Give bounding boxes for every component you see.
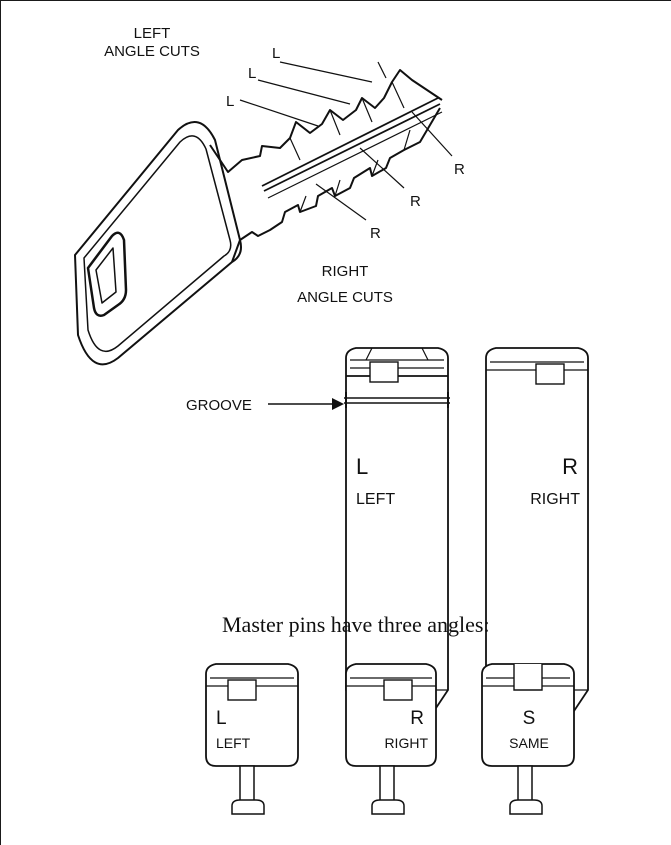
master-pin-right-word: RIGHT	[384, 735, 428, 751]
l-mark-3: L	[226, 93, 234, 110]
key-groove-line-3	[267, 111, 443, 199]
caption: Master pins have three angles:	[222, 612, 490, 637]
leader-r-2	[359, 147, 405, 189]
leader-l-1	[279, 61, 373, 83]
l-mark-2: L	[248, 65, 256, 82]
driver-pin-left-word: LEFT	[356, 491, 395, 508]
key-cut-bevels	[289, 81, 411, 213]
leader-r-1	[411, 111, 453, 157]
key-groove-line-1	[261, 97, 439, 187]
leader-tick	[377, 61, 387, 79]
master-pin-right-letter: R	[410, 708, 424, 729]
r-mark-3: R	[370, 225, 381, 242]
master-pin-right	[345, 663, 437, 815]
groove-label: GROOVE	[186, 397, 252, 414]
driver-pin-right-letter: R	[562, 454, 578, 479]
key-shoulder	[231, 239, 241, 263]
leader-l-3	[239, 99, 319, 127]
key-illustration	[74, 61, 453, 366]
keyring-hole	[86, 231, 128, 317]
key-groove-line-2	[263, 103, 441, 192]
key-head-inner-contour	[83, 135, 232, 352]
master-pin-same-word: SAME	[509, 735, 549, 751]
leader-r-3	[315, 183, 367, 221]
right-angle-cuts-label-line1: RIGHT	[322, 263, 369, 280]
key-blade-bottom-cuts	[239, 107, 441, 241]
master-pin-same-letter: S	[523, 708, 536, 729]
master-pin-left-letter: L	[216, 708, 227, 729]
driver-pin-left	[344, 347, 450, 765]
driver-pin-right-word: RIGHT	[530, 491, 580, 508]
right-angle-cuts-label-line2: ANGLE CUTS	[297, 289, 393, 306]
groove-arrow	[268, 398, 344, 410]
left-angle-cuts-label-line2: ANGLE CUTS	[104, 43, 200, 60]
master-pin-left-word: LEFT	[216, 735, 251, 751]
driver-pin-left-letter: L	[356, 454, 368, 479]
master-pin-same	[481, 663, 575, 815]
driver-pin-right	[485, 347, 589, 765]
left-angle-cuts-label-line1: LEFT	[134, 25, 171, 42]
master-pin-left	[205, 663, 299, 815]
keyring-hole-inner	[95, 247, 117, 304]
r-mark-2: R	[410, 193, 421, 210]
leader-l-2	[257, 79, 351, 105]
l-mark-1: L	[272, 45, 280, 62]
r-mark-1: R	[454, 161, 465, 178]
key-head	[74, 121, 242, 366]
